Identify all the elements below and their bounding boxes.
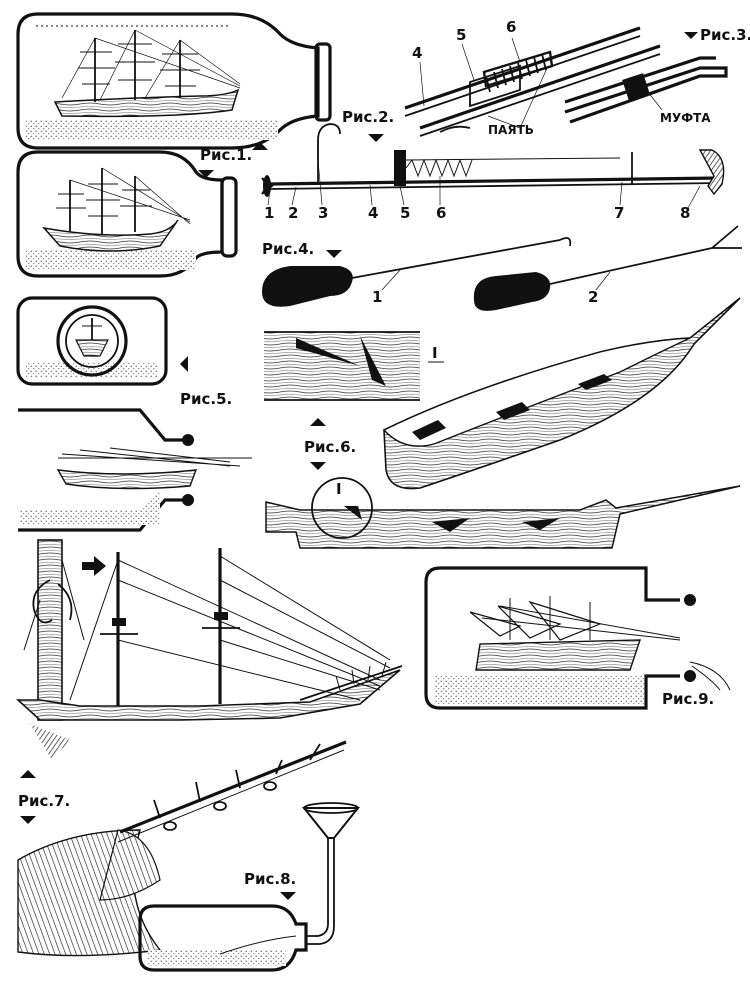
- spring-coil: [482, 50, 554, 93]
- triangle-marker-icon: [20, 770, 36, 778]
- coupling-label: МУФТА: [660, 111, 711, 125]
- hook-tool: 1: [262, 237, 572, 307]
- caption-fig5: Рис.5.: [180, 390, 232, 408]
- caption-fig2: Рис.2.: [342, 108, 394, 126]
- bottle-figure-9: [424, 566, 731, 710]
- detail-mark-circle: I: [336, 480, 342, 498]
- mast-detail: [23, 539, 85, 721]
- fork-tool: 2: [473, 225, 742, 311]
- tools-figure-4: 1 2: [262, 225, 742, 311]
- ship-sails-raised: [469, 596, 731, 691]
- ship-in-bottle-2: [42, 167, 191, 252]
- tool-figure-2: 1 2 3 4 5 6 7 8: [261, 123, 725, 222]
- fig2-callout-3: 3: [318, 204, 328, 222]
- arrow-right-icon: [82, 556, 106, 576]
- fig2-callout-5: 5: [400, 204, 410, 222]
- fig2-callout-7: 7: [614, 204, 624, 222]
- fig2-callout-1: 1: [264, 204, 274, 222]
- fig2-callout-8: 8: [680, 204, 690, 222]
- bottle-figure-1: [16, 150, 238, 278]
- caption-fig3: Рис.3.: [700, 26, 750, 44]
- triangle-marker-icon: [310, 462, 326, 470]
- bowsprit-closeup: [17, 740, 347, 957]
- triangle-marker-icon: [280, 892, 296, 900]
- bottle-figure-8: [138, 802, 361, 972]
- caption-fig7: Рис.7.: [18, 792, 70, 810]
- fig3-callout-4: 4: [412, 44, 422, 62]
- triangle-marker-icon: [368, 134, 384, 142]
- ship-in-bottle-1: [53, 29, 241, 118]
- funnel-icon: [301, 807, 361, 839]
- fig4-callout-1: 1: [372, 288, 382, 306]
- fig2-callout-6: 6: [436, 204, 446, 222]
- hull-side-profile: I: [265, 477, 741, 549]
- triangle-marker-icon: [310, 418, 326, 426]
- triangle-marker-icon: [180, 356, 188, 372]
- bottle-figure-5: [16, 296, 168, 386]
- triangle-marker-icon: [198, 170, 214, 178]
- ship-folded-in-bottle: [56, 447, 252, 490]
- fig2-callout-4: 4: [368, 204, 378, 222]
- fig2-callout-2: 2: [288, 204, 298, 222]
- triangle-marker-icon: [326, 250, 342, 258]
- caption-fig1: Рис.1.: [200, 146, 252, 164]
- ship-end-view: [75, 318, 109, 357]
- caption-fig8: Рис.8.: [244, 870, 296, 888]
- triangle-marker-icon: [684, 32, 698, 39]
- fig4-callout-2: 2: [588, 288, 598, 306]
- detail-mark-top: I: [432, 344, 438, 362]
- fig2-callouts: 1 2 3 4 5 6 7 8: [264, 159, 701, 222]
- figure-captions: Рис.3. Рис.1. Рис.2. Рис.4. Рис.5. Рис.6…: [18, 26, 750, 900]
- ship-model-figure-7: [15, 539, 403, 760]
- hull-perspective: [382, 297, 741, 490]
- caption-fig4: Рис.4.: [262, 240, 314, 258]
- triangle-marker-icon: [20, 816, 36, 824]
- bent-rods: [564, 56, 728, 124]
- tool-figure-3: 4 5 6 ПАЯТЬ МУФТА: [404, 18, 728, 137]
- triangle-marker-icon: [252, 142, 268, 150]
- solder-label: ПАЯТЬ: [488, 123, 534, 137]
- fig3-callout-6: 6: [506, 18, 516, 36]
- hull-figure-6: I I: [264, 297, 741, 549]
- bottle-section-left: [18, 408, 252, 532]
- bottle-top-left: [16, 12, 332, 150]
- caption-fig9: Рис.9.: [662, 690, 714, 708]
- fig3-callout-5: 5: [456, 26, 466, 44]
- caption-fig6: Рис.6.: [304, 438, 356, 456]
